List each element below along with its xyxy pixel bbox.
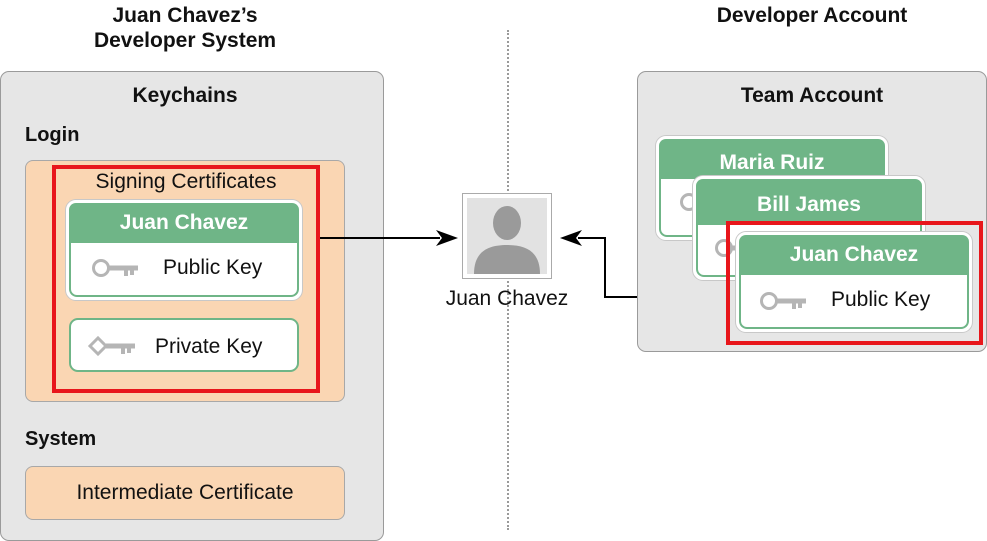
member-card-juan: Juan Chavez Public Key xyxy=(736,232,972,332)
private-key-icon xyxy=(88,335,135,357)
certificate-card-juan: Juan Chavez Public Key xyxy=(66,200,302,300)
login-label: Login xyxy=(25,124,80,146)
person-name: Juan Chavez xyxy=(445,287,569,310)
heading-line-2: Developer System xyxy=(93,29,277,52)
signing-certificates-title: Signing Certificates xyxy=(95,170,277,193)
public-key-label: Public Key xyxy=(163,256,263,279)
member-name-bill: Bill James xyxy=(696,179,922,225)
team-juan-highlight xyxy=(726,221,983,345)
person-silhouette-icon xyxy=(462,193,552,279)
member-name-juan: Juan Chavez xyxy=(739,235,969,275)
system-label: System xyxy=(25,428,97,450)
private-key-row: Private Key xyxy=(69,318,299,372)
public-key-icon xyxy=(92,259,138,277)
signing-certificates-highlight xyxy=(52,165,320,393)
public-key-icon xyxy=(760,292,806,310)
certificate-body: Public Key xyxy=(69,243,299,297)
team-account-title: Team Account xyxy=(740,84,884,107)
divider xyxy=(507,30,509,530)
intermediate-certificate: Intermediate Certificate xyxy=(25,466,345,520)
certificate-name: Juan Chavez xyxy=(69,203,299,243)
private-key-label: Private Key xyxy=(155,335,263,358)
developer-system-heading: Juan Chavez’s Developer System xyxy=(40,3,330,53)
developer-account-heading: Developer Account xyxy=(716,4,908,27)
member-name-maria: Maria Ruiz xyxy=(659,139,885,179)
member-body-juan: Public Key xyxy=(739,275,969,329)
team-public-key-label: Public Key xyxy=(831,288,931,311)
heading-line-1: Juan Chavez’s xyxy=(112,4,258,27)
intermediate-certificate-label: Intermediate Certificate xyxy=(76,481,294,504)
keychains-title: Keychains xyxy=(132,84,238,107)
